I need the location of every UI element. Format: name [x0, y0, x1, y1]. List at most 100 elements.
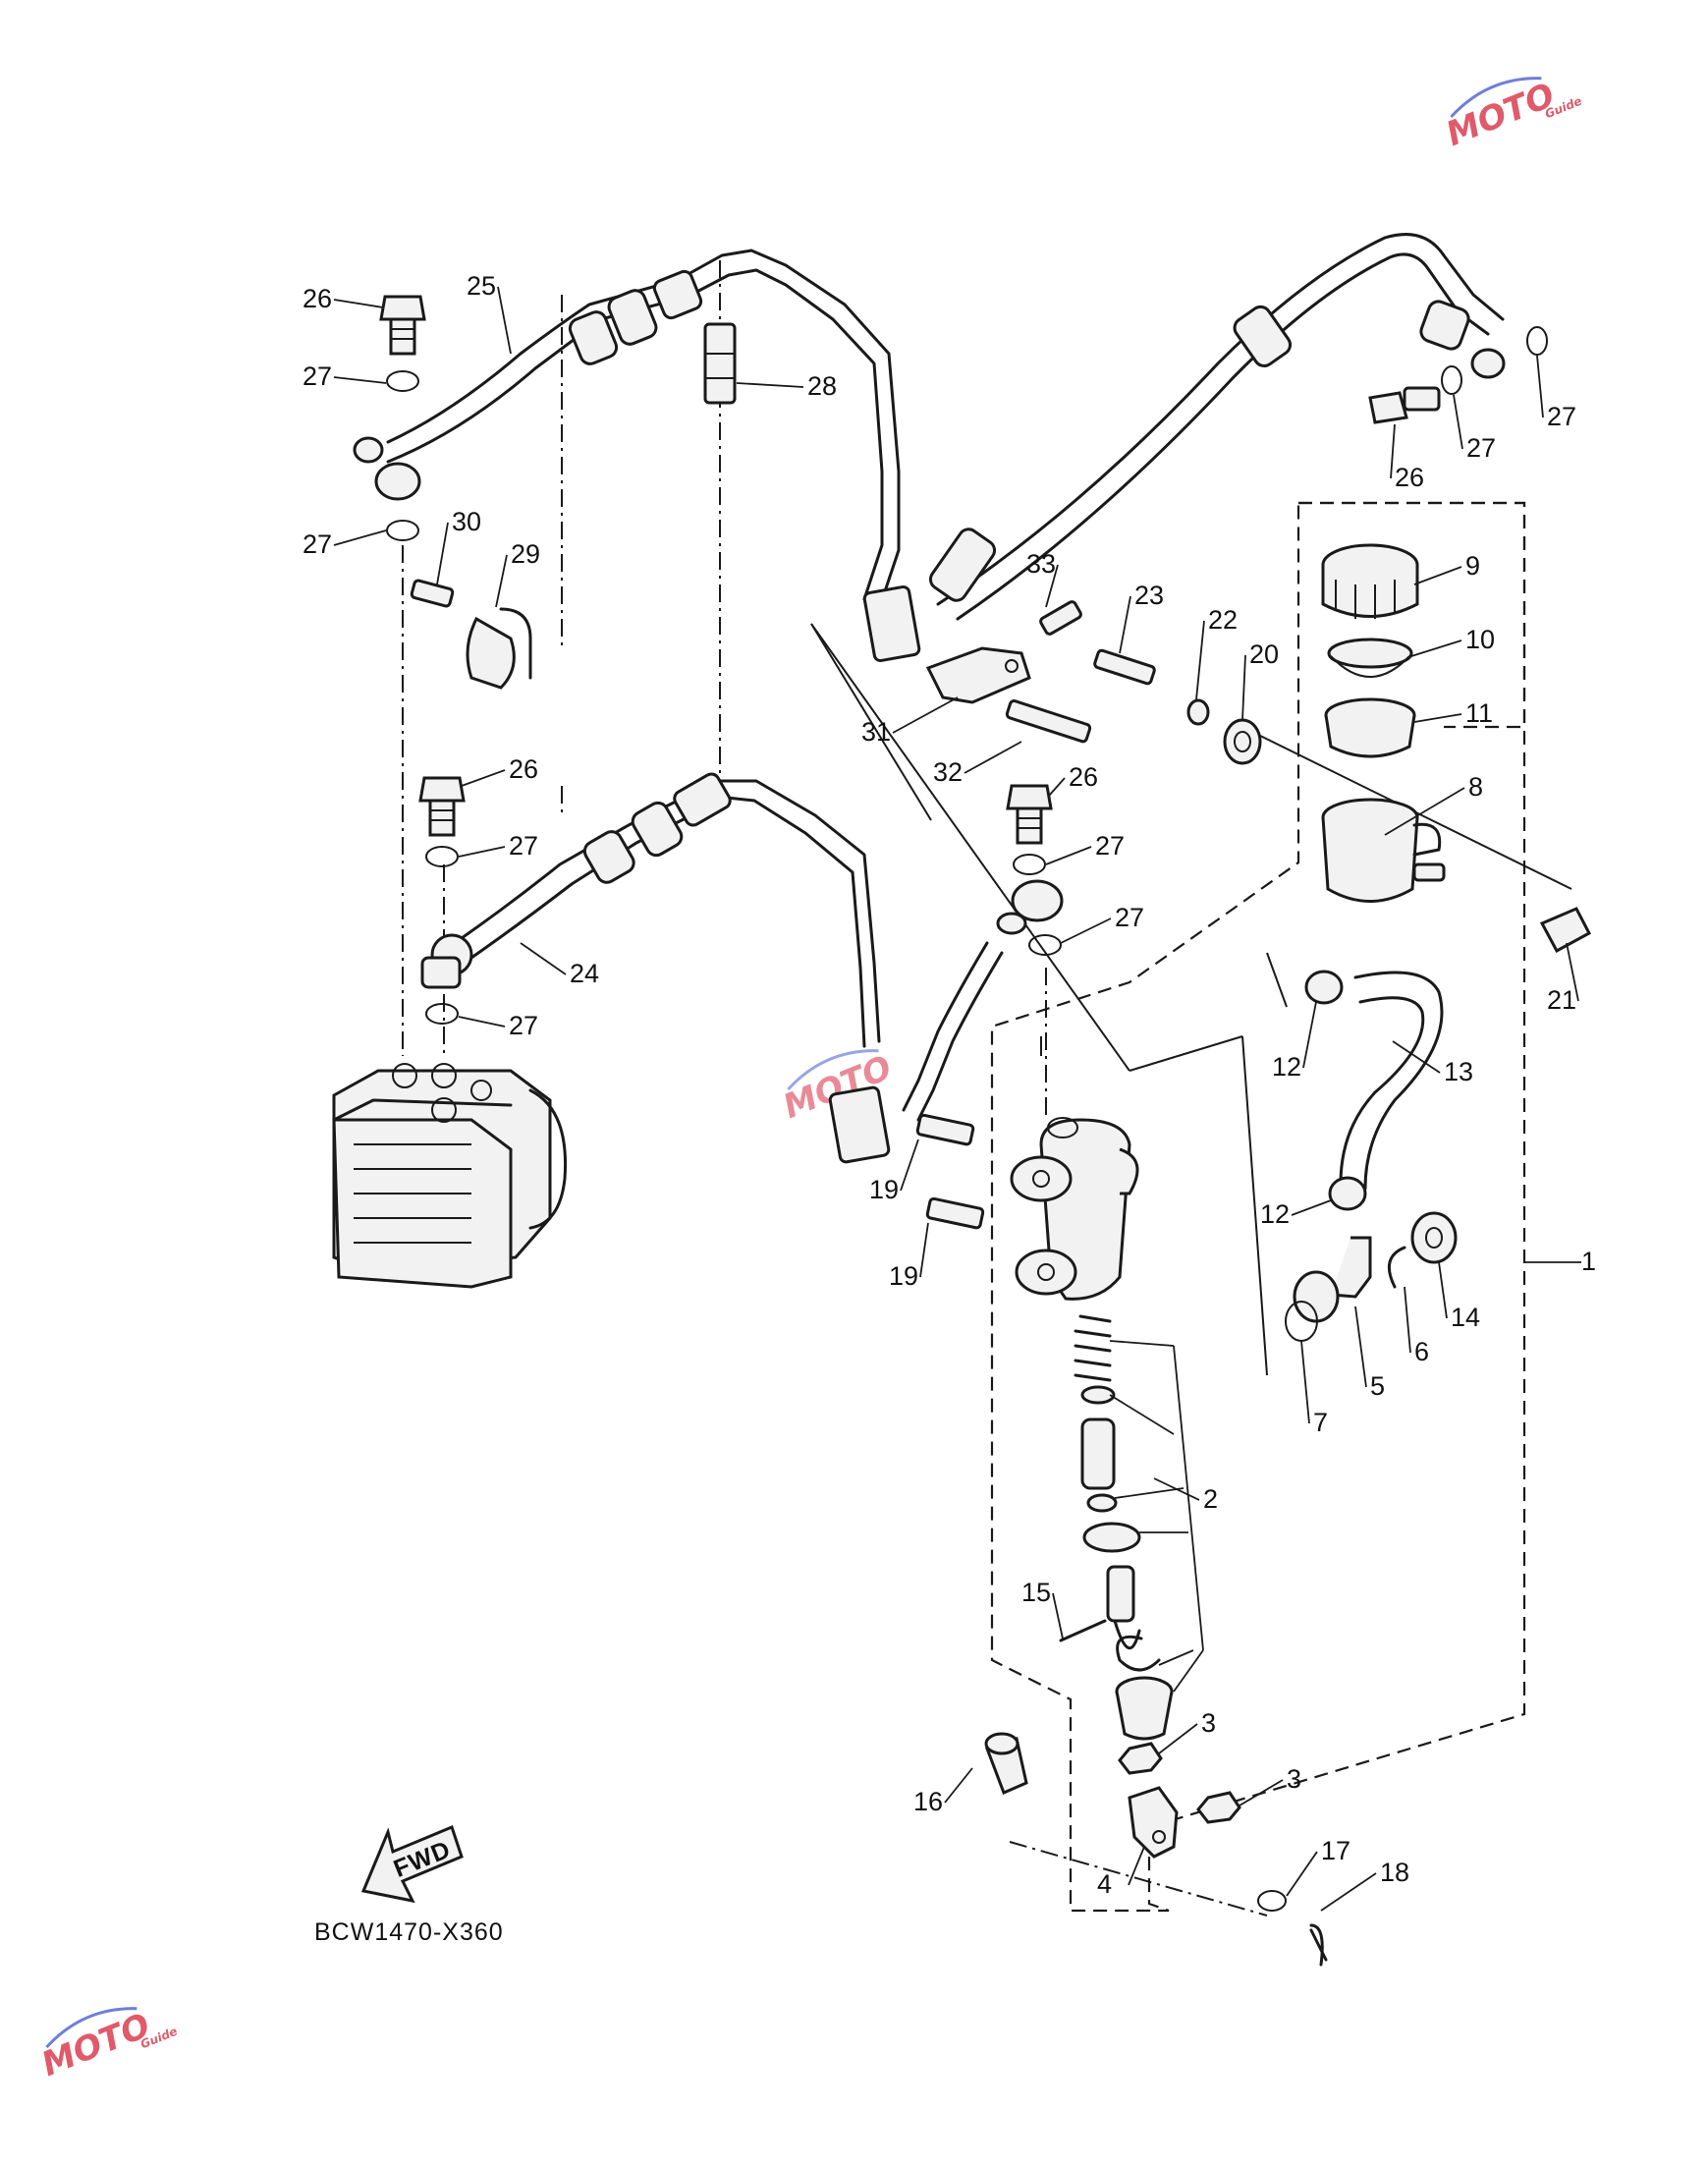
nut-3a	[1118, 1742, 1163, 1775]
leader-26	[1390, 423, 1396, 479]
callout-26: 26	[303, 284, 332, 313]
leader-22	[1195, 620, 1205, 700]
leader-31	[892, 696, 959, 734]
leader-27	[1060, 917, 1112, 944]
callout-31: 31	[861, 717, 891, 747]
leader-11	[1413, 713, 1462, 723]
callout-24: 24	[570, 959, 599, 988]
leader-26	[461, 769, 506, 787]
callout-26: 26	[1395, 463, 1424, 492]
callout-17: 17	[1321, 1836, 1350, 1865]
callout-18: 18	[1380, 1858, 1409, 1887]
leader-3	[1239, 1779, 1284, 1806]
diaphragm-plate-10	[1327, 638, 1413, 678]
hose-clip-12b	[1328, 1176, 1367, 1211]
callout-leaders	[333, 286, 1579, 1912]
callout-27: 27	[1095, 831, 1125, 861]
leader-19	[900, 1139, 919, 1192]
leader-14	[1438, 1261, 1448, 1319]
callout-14: 14	[1451, 1303, 1480, 1332]
callout-20: 20	[1249, 639, 1279, 669]
callout-13: 13	[1444, 1057, 1473, 1086]
callout-19: 19	[869, 1175, 899, 1204]
callout-12: 12	[1272, 1052, 1301, 1082]
washers	[386, 326, 1548, 1912]
nut-3b	[1196, 1791, 1241, 1824]
watermark-text: MOTO	[1441, 76, 1560, 154]
callout-5: 5	[1370, 1371, 1385, 1401]
master-cylinder-body	[1010, 1117, 1139, 1301]
watermark-text: MOTO	[36, 2006, 155, 2084]
leader-32	[964, 741, 1022, 774]
callout-22: 22	[1208, 605, 1238, 635]
union-bolt-26c	[1006, 784, 1053, 845]
leader-28	[736, 382, 804, 388]
piston-kit-2	[1074, 1314, 1204, 1741]
hose-fittings-lower	[420, 772, 1064, 1164]
union-bolt-26b	[418, 776, 466, 837]
leader-10	[1410, 639, 1462, 657]
leader-19	[919, 1222, 929, 1278]
callout-32: 32	[933, 757, 963, 787]
boot-14	[1410, 1211, 1458, 1264]
callout-30: 30	[452, 507, 481, 536]
leader-27	[1045, 846, 1092, 865]
union-bolt-26d	[1368, 386, 1441, 424]
callout-29: 29	[511, 539, 540, 569]
leader-16	[944, 1767, 973, 1804]
clip-28	[703, 322, 737, 405]
callout-26: 26	[509, 754, 538, 784]
callout-25: 25	[467, 271, 496, 301]
guide-lines	[402, 260, 1572, 1917]
callout-3: 3	[1201, 1708, 1216, 1738]
watermark-bottom-left: MOTO Guide	[36, 2006, 180, 2084]
hose-clip-12a	[1304, 970, 1344, 1005]
pin-16	[984, 1732, 1028, 1796]
callout-12: 12	[1260, 1199, 1290, 1229]
watermark-top-right: MOTO Guide	[1441, 76, 1584, 154]
callout-23: 23	[1134, 581, 1164, 610]
callout-27: 27	[509, 1011, 538, 1040]
leader-24	[520, 942, 567, 975]
leader-6	[1404, 1286, 1411, 1354]
leader-12	[1302, 1001, 1317, 1069]
callout-16: 16	[913, 1787, 943, 1816]
pin-15	[1059, 1619, 1107, 1642]
callout-26: 26	[1069, 762, 1098, 792]
leader-20	[1241, 654, 1246, 721]
circlip-6	[1387, 1246, 1406, 1289]
reservoir-outline	[1298, 501, 1526, 729]
clamp-29	[466, 607, 532, 690]
leader-4	[1128, 1846, 1145, 1886]
cotter-pin-18	[1309, 1923, 1328, 1967]
union-bolt-26a	[379, 295, 426, 356]
callout-19: 19	[889, 1261, 918, 1291]
leader-7	[1300, 1340, 1310, 1424]
master-cylinder-kit-outline	[990, 501, 1526, 1913]
callout-6: 6	[1414, 1337, 1429, 1366]
leader-29	[495, 554, 508, 608]
abs-hydraulic-unit	[332, 1063, 568, 1289]
callout-21: 21	[1547, 985, 1576, 1015]
leader-18	[1320, 1872, 1377, 1912]
callout-8: 8	[1468, 772, 1483, 802]
callout-28: 28	[807, 371, 837, 401]
leader-27	[333, 529, 387, 546]
leader-8	[1384, 787, 1465, 836]
leader-21	[1566, 942, 1579, 1002]
reservoir-8	[1321, 798, 1446, 903]
leader-27	[1536, 355, 1544, 418]
callout-27: 27	[1115, 903, 1144, 932]
leader-27	[333, 376, 387, 384]
leader-13	[1392, 1040, 1441, 1074]
callout-33: 33	[1026, 549, 1056, 579]
leader-5	[1354, 1306, 1367, 1388]
leader-12	[1291, 1199, 1332, 1216]
leader-27	[458, 846, 506, 858]
leader-23	[1119, 595, 1131, 654]
leader-27	[458, 1016, 506, 1028]
leader-26	[1048, 777, 1066, 797]
rivet-21	[1539, 907, 1592, 954]
